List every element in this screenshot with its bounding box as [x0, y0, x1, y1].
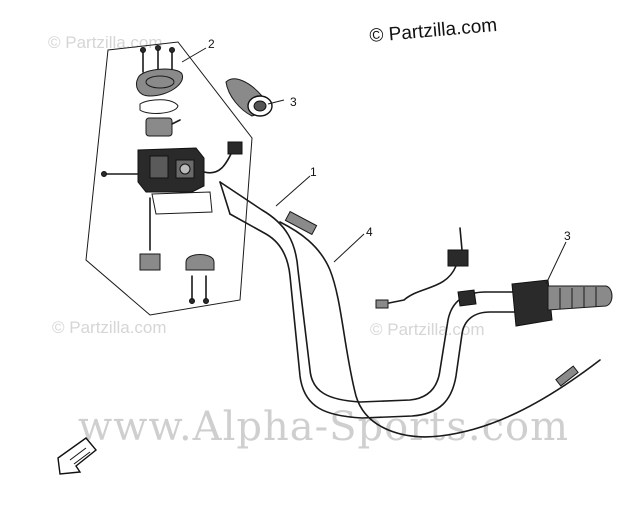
callout-switch-assembly: 2 [208, 37, 215, 51]
cable-adjuster [284, 210, 318, 236]
left-grip [225, 78, 273, 117]
assembly-outline [85, 41, 253, 316]
cable-end [555, 365, 579, 387]
watermark-partzilla-mid-right: © Partzilla.com [370, 320, 485, 339]
handlebar-clamp [185, 254, 215, 271]
watermark-alpha-sports: www.Alpha-Sports.com [78, 404, 569, 450]
front-arrow-icon [57, 437, 97, 475]
callout-grip-left: 3 [290, 95, 297, 109]
switch-gasket [139, 99, 179, 114]
copyright-text: © Partzilla.com [369, 15, 498, 47]
lower-screws [189, 275, 209, 304]
lower-screw-left [139, 197, 161, 271]
right-grip [511, 279, 613, 327]
callout-grip-right: 3 [564, 229, 571, 243]
switch-cover [136, 68, 184, 97]
upper-screws [140, 45, 175, 73]
brake-switch [375, 227, 469, 309]
switch-connector [227, 141, 243, 155]
switch-body [137, 147, 205, 193]
lower-bracket [151, 191, 213, 215]
switch-mechanism [145, 117, 173, 137]
handlebar [219, 181, 521, 403]
leader-lines [181, 47, 567, 285]
lever-mount [457, 289, 477, 307]
throttle-cable [279, 221, 601, 438]
watermark-partzilla-mid-left: © Partzilla.com [52, 318, 167, 337]
callout-throttle-cable: 4 [366, 225, 373, 239]
switch-wire [203, 151, 233, 174]
callout-handlebar: 1 [310, 165, 317, 179]
